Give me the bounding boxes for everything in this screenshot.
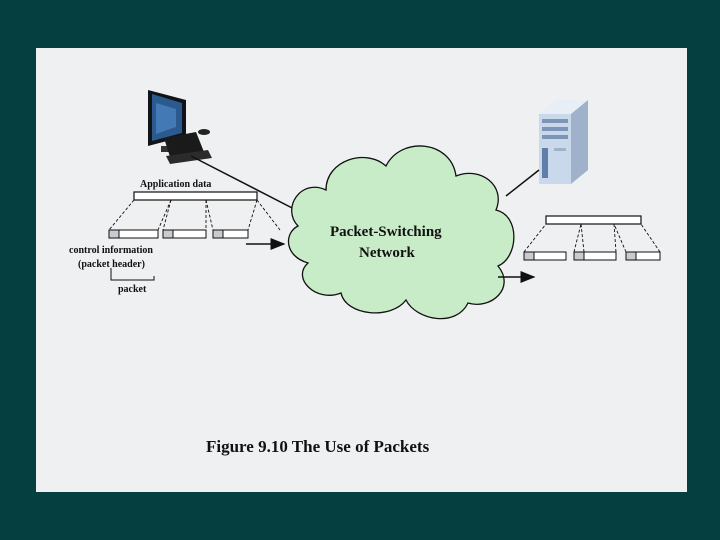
figure-panel: Application data control information (pa… [36,48,687,492]
packet-header-label: (packet header) [78,259,145,270]
packet-label: packet [118,284,147,295]
packet-diagram [108,90,661,320]
network-label-line2: Network [359,245,415,261]
desktop-computer-icon [148,90,212,164]
packet-bracket [110,268,155,281]
receiver-link-line [505,169,540,197]
received-application-data-bar [545,215,642,225]
receiver-packet-segments [523,251,661,261]
network-label-line1: Packet-Switching [330,224,442,240]
server-tower-icon [539,100,588,184]
sender-packet-segments [108,229,249,239]
cloud-icon [288,145,515,320]
sender-link-line [190,155,299,212]
control-information-label: control information [69,245,153,256]
application-data-label: Application data [140,179,212,190]
application-data-bar [133,191,258,201]
figure-caption: Figure 9.10 The Use of Packets [206,437,430,456]
